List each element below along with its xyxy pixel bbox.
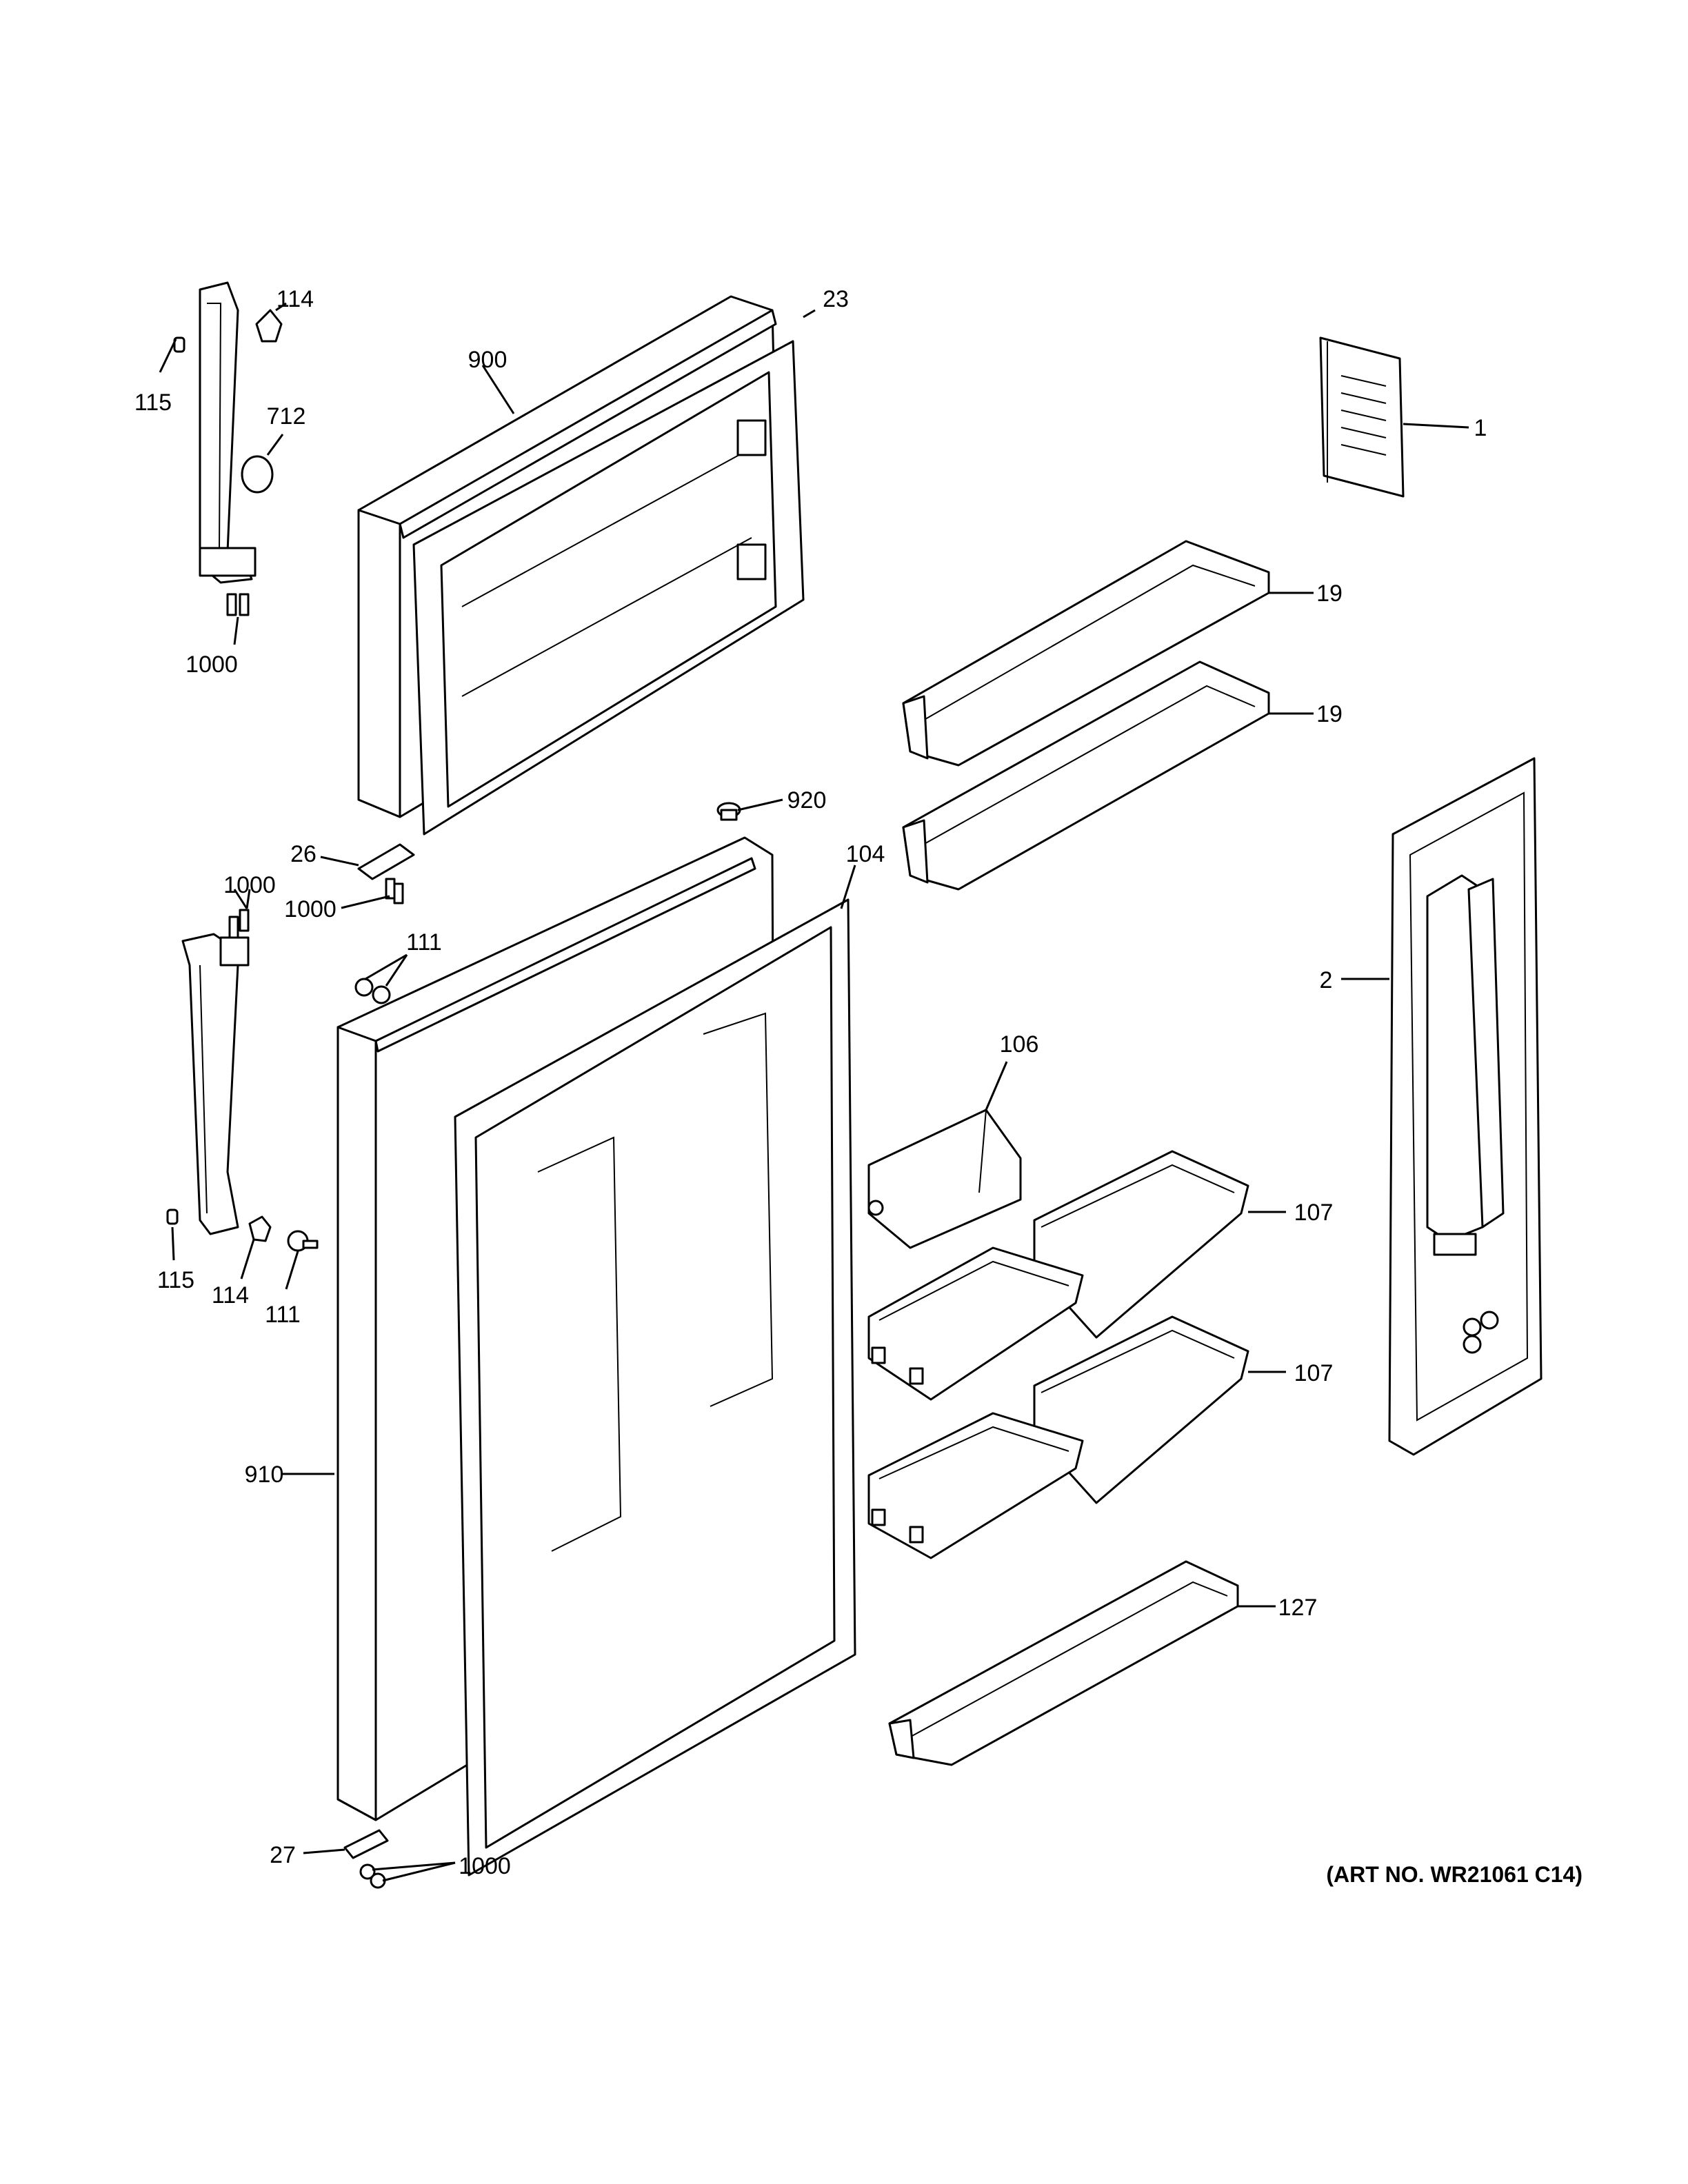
screws-111-top — [354, 978, 391, 1004]
callout-26: 26 — [290, 841, 316, 867]
shelf-bin-107-lower-left — [867, 1412, 1084, 1559]
pin-115-top — [173, 336, 185, 353]
leader-lines — [159, 302, 1469, 1882]
owners-manual-1 — [1319, 336, 1405, 498]
door-bin-19-upper — [902, 540, 1270, 767]
callout-115-top: 115 — [134, 390, 172, 416]
callout-23: 23 — [823, 286, 849, 312]
callout-1000-hinge-top: 1000 — [223, 872, 276, 898]
callout-1000-bottom: 1000 — [459, 1853, 511, 1879]
callout-107-b: 107 — [1294, 1360, 1334, 1386]
callout-2: 2 — [1320, 967, 1333, 993]
callout-107-a: 107 — [1294, 1200, 1334, 1226]
callout-106: 106 — [1000, 1031, 1039, 1058]
upper-handle — [199, 281, 257, 584]
screws-1000-hinge — [385, 878, 404, 904]
pin-115-bottom — [166, 1209, 179, 1225]
callout-910: 910 — [245, 1462, 284, 1488]
callout-labels: 114 115 712 1000 900 23 1 19 19 920 26 1… — [134, 286, 1487, 1879]
callout-27: 27 — [270, 1842, 296, 1868]
lower-handle — [181, 933, 250, 1235]
door-bin-127 — [888, 1560, 1239, 1766]
callout-19-b: 19 — [1316, 701, 1343, 727]
callout-712: 712 — [267, 403, 306, 429]
callout-104: 104 — [846, 841, 885, 867]
callout-127: 127 — [1278, 1595, 1318, 1621]
cap-920 — [716, 802, 741, 821]
art-number: (ART NO. WR21061 C14) — [1326, 1862, 1582, 1887]
dairy-bin-106 — [867, 1109, 1022, 1249]
callout-1000-upper-handle: 1000 — [185, 651, 238, 678]
hinge-26 — [357, 843, 415, 880]
callout-900: 900 — [468, 347, 508, 373]
hinge-27 — [343, 1829, 389, 1859]
screw-111-bottom — [287, 1230, 319, 1252]
gasket-23 — [412, 340, 805, 836]
callout-114-bottom: 114 — [212, 1282, 249, 1308]
screw-114-bottom — [248, 1215, 272, 1242]
callout-1: 1 — [1474, 415, 1487, 441]
callout-920: 920 — [787, 787, 827, 813]
handle-cover-2 — [1388, 757, 1543, 1456]
screws-1000-lower-handle — [228, 909, 250, 939]
screws-1000-upper — [226, 593, 250, 616]
callout-111-top: 111 — [406, 929, 442, 956]
callout-19-a: 19 — [1316, 580, 1343, 607]
callout-1000-hinge-left: 1000 — [284, 896, 336, 922]
callout-115-bottom: 115 — [157, 1267, 194, 1293]
shelf-bin-107-upper-left — [867, 1246, 1084, 1401]
callout-111-bottom: 111 — [265, 1302, 301, 1328]
screw-114-top — [255, 309, 283, 343]
oring-712 — [241, 455, 274, 494]
gasket-104 — [454, 898, 856, 1877]
callout-114-top: 114 — [277, 286, 314, 312]
